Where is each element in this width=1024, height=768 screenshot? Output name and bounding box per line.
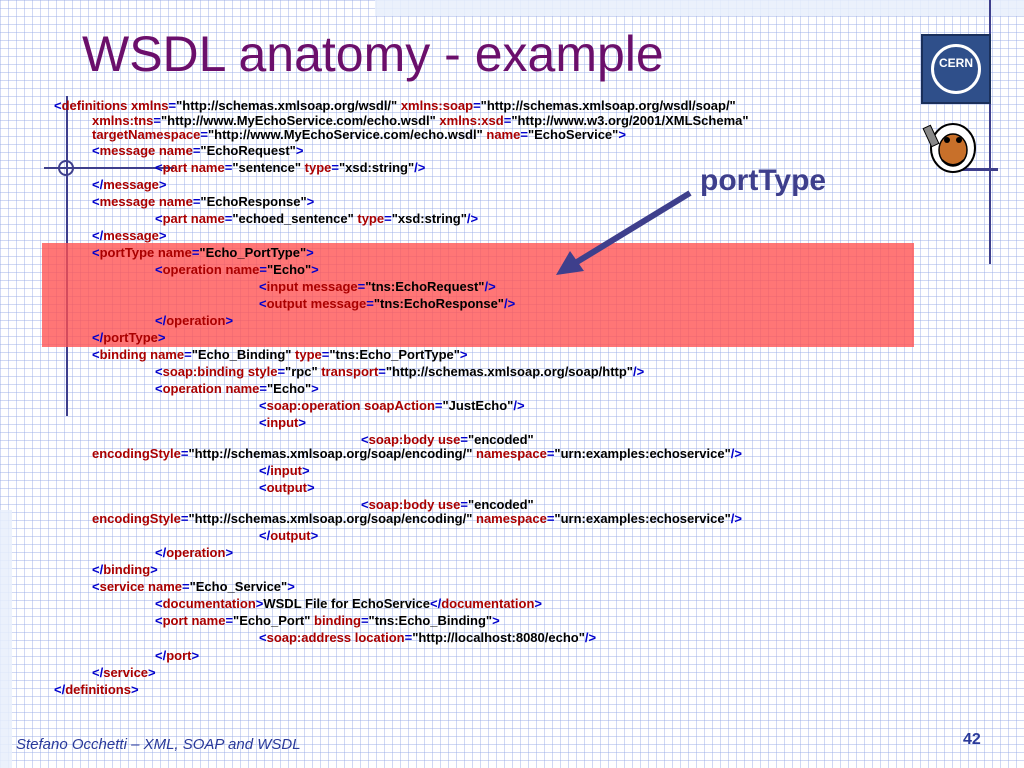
code-line: encodingStyle="http://schemas.xmlsoap.or… [92, 446, 742, 461]
decorative-circle-icon [58, 160, 74, 176]
code-line: <service name="Echo_Service"> [92, 579, 295, 594]
code-line: <message name="EchoResponse"> [92, 194, 315, 209]
code-line: <part name="sentence" type="xsd:string"/… [155, 160, 426, 175]
code-line: <output message="tns:EchoResponse"/> [259, 296, 516, 311]
code-line: <documentation>WSDL File for EchoService… [155, 596, 542, 611]
left-horizontal-rule [44, 167, 174, 169]
code-line: encodingStyle="http://schemas.xmlsoap.or… [92, 511, 742, 526]
code-line: <input> [259, 415, 306, 430]
footer-text: Stefano Occhetti – XML, SOAP and WSDL [16, 736, 301, 753]
code-line: </message> [92, 177, 167, 192]
code-line: <definitions xmlns="http://schemas.xmlso… [54, 98, 736, 113]
logo-text: CERN [938, 56, 973, 70]
code-line: <operation name="Echo"> [155, 262, 319, 277]
code-line: <operation name="Echo"> [155, 381, 319, 396]
code-line: </definitions> [54, 682, 139, 697]
callout-arrow-icon [556, 190, 692, 275]
code-line: </service> [92, 665, 156, 680]
code-line: </port> [155, 648, 200, 663]
code-line: </output> [259, 528, 319, 543]
code-line: </input> [259, 463, 310, 478]
code-line: <port name="Echo_Port" binding="tns:Echo… [155, 613, 500, 628]
code-line: <soap:body use="encoded" [361, 497, 534, 512]
code-line: </operation> [155, 545, 234, 560]
code-line: </operation> [155, 313, 234, 328]
code-line: <input message="tns:EchoRequest"/> [259, 279, 496, 294]
code-line: </message> [92, 228, 167, 243]
slide-title: WSDL anatomy - example [82, 26, 664, 82]
beaver-mascot-icon [922, 123, 976, 173]
top-band [375, 0, 1024, 16]
code-line: </binding> [92, 562, 158, 577]
code-line: <output> [259, 480, 315, 495]
code-line: <soap:binding style="rpc" transport="htt… [155, 364, 645, 379]
code-line: </portType> [92, 330, 166, 345]
code-line: <soap:operation soapAction="JustEcho"/> [259, 398, 525, 413]
code-line: <part name="echoed_sentence" type="xsd:s… [155, 211, 479, 226]
right-vertical-rule [989, 0, 991, 264]
code-line: targetNamespace="http://www.MyEchoServic… [92, 127, 626, 142]
porttype-callout: portType [700, 164, 827, 197]
left-band [0, 510, 12, 768]
porttype-highlight [42, 243, 914, 347]
code-line: <portType name="Echo_PortType"> [92, 245, 314, 260]
code-line: <soap:body use="encoded" [361, 432, 534, 447]
logo-ring [931, 44, 981, 94]
code-line: <binding name="Echo_Binding" type="tns:E… [92, 347, 468, 362]
right-horizontal-rule [958, 168, 998, 171]
code-line: xmlns:tns="http://www.MyEchoService.com/… [92, 113, 749, 128]
code-line: <message name="EchoRequest"> [92, 143, 304, 158]
cern-logo-icon: CERN [921, 34, 991, 104]
page-number: 42 [963, 731, 981, 748]
code-line: <soap:address location="http://localhost… [259, 630, 597, 645]
